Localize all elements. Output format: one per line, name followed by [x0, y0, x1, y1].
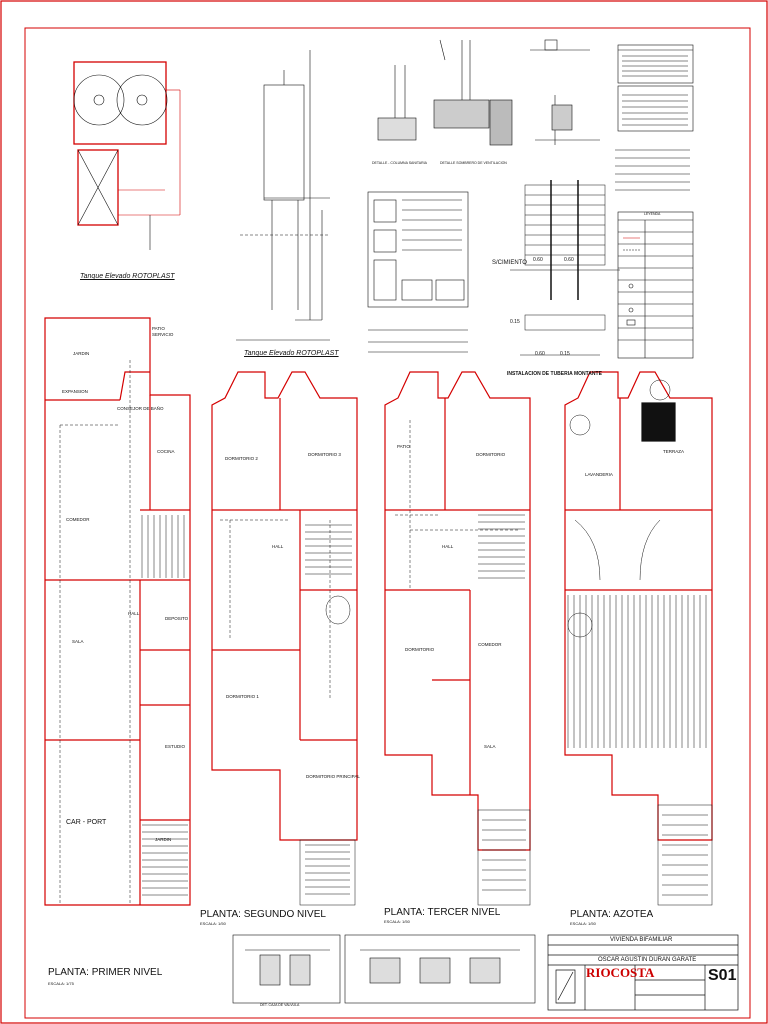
- room-label: DEPOSITO: [165, 616, 189, 621]
- tank-elevation-caption: Tanque Elevado ROTOPLAST: [244, 350, 339, 357]
- riser-caption: INSTALACION DE TUBERIA MONTANTE: [507, 371, 602, 377]
- room-label: HALL: [442, 544, 454, 549]
- room-label: JARDIN: [73, 351, 90, 356]
- room-label: SERVICIO: [152, 332, 174, 337]
- general-notes-box: [615, 44, 694, 191]
- riser-installation-detail: [510, 180, 620, 356]
- plan-scale-third-floor: ESCALA: 1/50: [384, 919, 410, 924]
- room-label: CAR - PORT: [66, 819, 107, 826]
- drawing-frame: [24, 27, 751, 1019]
- vent-hat-detail: [530, 39, 600, 145]
- dimension-2: 0.60: [564, 257, 574, 263]
- foundation-label: S/CIMIENTO: [492, 260, 527, 266]
- dimension-4: 0.15: [510, 319, 520, 325]
- tank-plan-detail: [73, 61, 181, 250]
- room-label: COCINA: [157, 449, 175, 454]
- room-label: PATIO: [397, 444, 410, 449]
- dimension-3: 0.60: [535, 351, 545, 357]
- detail-column-caption: DETALLE - COLUMNA SANITARIA: [372, 161, 427, 165]
- room-label: ESTUDIO: [165, 744, 186, 749]
- owner-name: OSCAR AGUSTIN DURAN GARATE: [598, 957, 697, 963]
- room-label: EXPANSION: [62, 389, 88, 394]
- room-label: LAVANDERIA: [585, 472, 613, 477]
- room-label: PATIO: [152, 326, 165, 331]
- plan-scale-first-floor: ESCALA: 1/75: [48, 981, 74, 986]
- title-block: [547, 934, 739, 1011]
- room-label: COMEDOR: [66, 517, 90, 522]
- plan-title-third-floor: PLANTA: TERCER NIVEL: [384, 907, 501, 918]
- room-label: SALA: [484, 744, 496, 749]
- legend-table: [617, 211, 694, 359]
- valve-box-caption: DET. CAJA DE VALVULA: [260, 1003, 300, 1007]
- plan-title-first-floor: PLANTA: PRIMER NIVEL: [48, 967, 163, 978]
- plan-title-second-floor: PLANTA: SEGUNDO NIVEL: [200, 909, 326, 920]
- plan-scale-roof: ESCALA: 1/50: [570, 921, 596, 926]
- room-label: DORMITORIO: [405, 647, 435, 652]
- room-label: JARDIN: [155, 837, 172, 842]
- room-label: DORMITORIO 2: [225, 456, 258, 461]
- valve-box-detail: [232, 934, 536, 1004]
- dimension-5: 0.15: [560, 351, 570, 357]
- tank-plan-caption: Tanque Elevado ROTOPLAST: [80, 273, 175, 280]
- third-floor-plan: [384, 371, 531, 906]
- room-label: HALL: [272, 544, 284, 549]
- first-floor-plan: [44, 317, 191, 906]
- tank-elevation-detail: [236, 50, 330, 341]
- plan-scale-second-floor: ESCALA: 1/50: [200, 921, 226, 926]
- room-label: SALA: [72, 639, 84, 644]
- room-label: DORMITORIO 3: [308, 452, 341, 457]
- room-label: DORMITORIO 1: [226, 694, 259, 699]
- room-label: COMEDOR: [478, 642, 502, 647]
- dimension-1: 0.60: [533, 257, 543, 263]
- second-floor-plan: [211, 371, 358, 906]
- detail-vent-caption: DETALLE SOMBRERO DE VENTILACION: [440, 161, 507, 165]
- legend-heading: LEYENDA: [644, 212, 661, 216]
- plan-title-roof: PLANTA: AZOTEA: [570, 909, 654, 920]
- roof-plan: [564, 371, 713, 906]
- sheet-code: S01: [708, 967, 737, 984]
- room-label: TERRAZA: [663, 449, 685, 454]
- specifications-box: [367, 191, 469, 353]
- room-label: CONSEJOR DE BAÑO: [117, 406, 164, 411]
- project-name: VIVIENDA BIFAMILIAR: [610, 937, 673, 943]
- room-label: HALL: [128, 611, 140, 616]
- company-name: RIOCOSTA: [586, 965, 655, 980]
- room-label: DORMITORIO PRINCIPAL: [306, 774, 360, 779]
- room-label: DORMITORIO: [476, 452, 506, 457]
- sanitary-column-detail: [377, 39, 513, 146]
